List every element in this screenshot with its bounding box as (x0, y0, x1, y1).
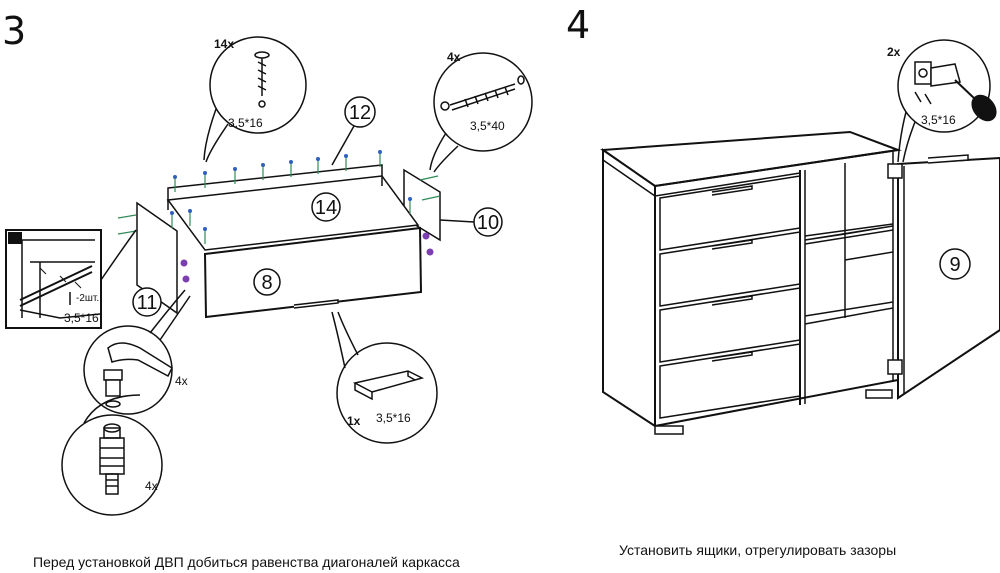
inset-size: 3,5*16 (64, 311, 99, 325)
drawer-bottom-14 (166, 175, 420, 251)
step-4-caption: Установить ящики, отрегулировать зазоры (619, 542, 897, 558)
drawer-front-8 (203, 226, 423, 319)
screw-small-qty: 14x (214, 37, 234, 51)
drawer-side-11 (136, 201, 178, 315)
screw-small-size: 3,5*16 (228, 116, 263, 130)
step-4-number: 4 (566, 3, 591, 47)
part-10-label: 10 (477, 212, 499, 234)
part-12-label: 12 (349, 102, 371, 124)
hinge-callout (897, 39, 997, 163)
part-14-label: 14 (315, 197, 337, 219)
inset-count: -2шт. (76, 293, 99, 304)
handle-size: 3,5*16 (376, 411, 411, 425)
screw-long-callout (429, 52, 533, 173)
chest-of-drawers (600, 130, 1000, 435)
part-8-marker (253, 268, 281, 296)
inset-badge: 3 (10, 234, 15, 244)
assembly-screws (117, 153, 441, 244)
screw-small-callout (203, 36, 307, 163)
runner-inset (5, 229, 137, 329)
screw-long-qty: 4x (447, 50, 461, 64)
handle-callout (331, 311, 438, 444)
screw-long-size: 3,5*40 (470, 119, 505, 133)
part-14-marker (311, 192, 341, 222)
dowel-qty: 4x (145, 479, 158, 493)
part-8-label: 8 (261, 272, 272, 294)
hinge-qty: 2x (887, 45, 901, 59)
part-11-marker (132, 287, 162, 317)
step-3-caption: Перед установкой ДВП добиться равенства … (33, 554, 460, 570)
hammer-qty: 4x (175, 374, 188, 388)
part-12-marker (344, 96, 376, 128)
step-3-number: 3 (2, 9, 27, 53)
hammer-callout (83, 289, 191, 415)
part-9-label: 9 (949, 254, 960, 276)
hinge-size: 3,5*16 (921, 113, 956, 127)
drawer-assembly (136, 164, 441, 319)
dowel-callout (61, 394, 163, 516)
part-9-marker (939, 248, 971, 280)
cam-fittings (180, 232, 434, 283)
part-11-label: 11 (137, 292, 158, 314)
handle-qty: 1x (347, 414, 361, 428)
